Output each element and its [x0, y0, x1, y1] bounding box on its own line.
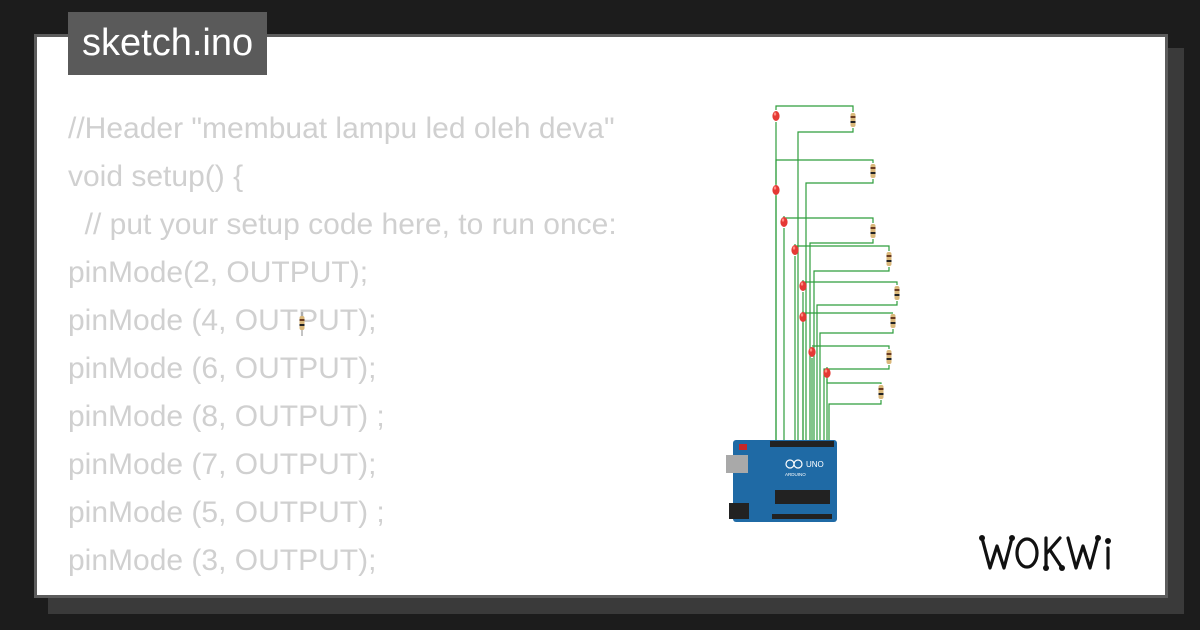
pin-wire	[797, 128, 854, 442]
code-editor: //Header "membuat lampu led oleh deva" vo…	[68, 105, 617, 595]
red-led[interactable]	[799, 281, 807, 291]
board-brand-text: ARDUINO	[785, 472, 806, 477]
code-line: pinMode (4, OUTPUT);	[68, 304, 377, 337]
arduino-uno-board[interactable]: UNO ARDUINO	[726, 440, 837, 522]
usb-port	[726, 455, 748, 473]
resistor-wire	[802, 280, 898, 285]
resistor-wire	[783, 216, 874, 223]
resistor-wire	[775, 105, 854, 112]
pin-wire	[809, 239, 874, 442]
code-line: pinMode (5, OUTPUT) ;	[68, 496, 385, 529]
resistors	[850, 113, 900, 399]
pin-wire	[816, 301, 898, 442]
code-line: pinMode (3, OUTPUT);	[68, 544, 377, 577]
analog-header	[772, 514, 832, 519]
red-led[interactable]	[772, 185, 780, 195]
red-led[interactable]	[823, 368, 831, 378]
red-led[interactable]	[791, 245, 799, 255]
leds	[772, 111, 831, 378]
resistor[interactable]	[870, 224, 876, 238]
red-led[interactable]	[780, 217, 788, 227]
red-led[interactable]	[799, 312, 807, 322]
code-line: pinMode (1, OUTPUT);	[68, 585, 617, 595]
wires	[775, 105, 898, 442]
pin-wire	[813, 267, 890, 442]
resistor[interactable]	[886, 252, 892, 266]
code-line: void setup() {	[68, 160, 244, 193]
file-tab[interactable]: sketch.ino	[68, 12, 268, 75]
reset-button	[739, 444, 747, 450]
preview-card: //Header "membuat lampu led oleh deva" vo…	[34, 34, 1168, 598]
resistor-wire	[775, 159, 874, 184]
resistor[interactable]	[878, 385, 884, 399]
red-led[interactable]	[808, 347, 816, 357]
code-line: // put your setup code here, to run once…	[68, 208, 617, 241]
digital-header	[770, 441, 834, 447]
resistor[interactable]	[870, 164, 876, 178]
board-logo-text: UNO	[806, 460, 824, 469]
code-line: pinMode (8, OUTPUT) ;	[68, 400, 385, 433]
wokwi-logo	[979, 535, 1111, 571]
code-line: pinMode (6, OUTPUT);	[68, 352, 377, 385]
power-jack	[729, 503, 749, 519]
code-line: pinMode (7, OUTPUT);	[68, 448, 377, 481]
resistor[interactable]	[890, 314, 896, 328]
resistor-wire	[794, 244, 890, 251]
resistor-wire	[812, 345, 890, 349]
code-line: //Header "membuat lampu led oleh deva"	[68, 112, 615, 145]
stray-resistor	[299, 312, 305, 336]
red-led[interactable]	[772, 111, 780, 121]
code-line: pinMode(2, OUTPUT);	[68, 256, 369, 289]
pin-wire	[823, 365, 890, 442]
resistor[interactable]	[894, 286, 900, 300]
resistor[interactable]	[886, 350, 892, 364]
atmega-chip	[775, 490, 830, 504]
pin-wire	[828, 400, 882, 442]
pin-wire	[819, 329, 894, 442]
resistor[interactable]	[850, 113, 856, 127]
